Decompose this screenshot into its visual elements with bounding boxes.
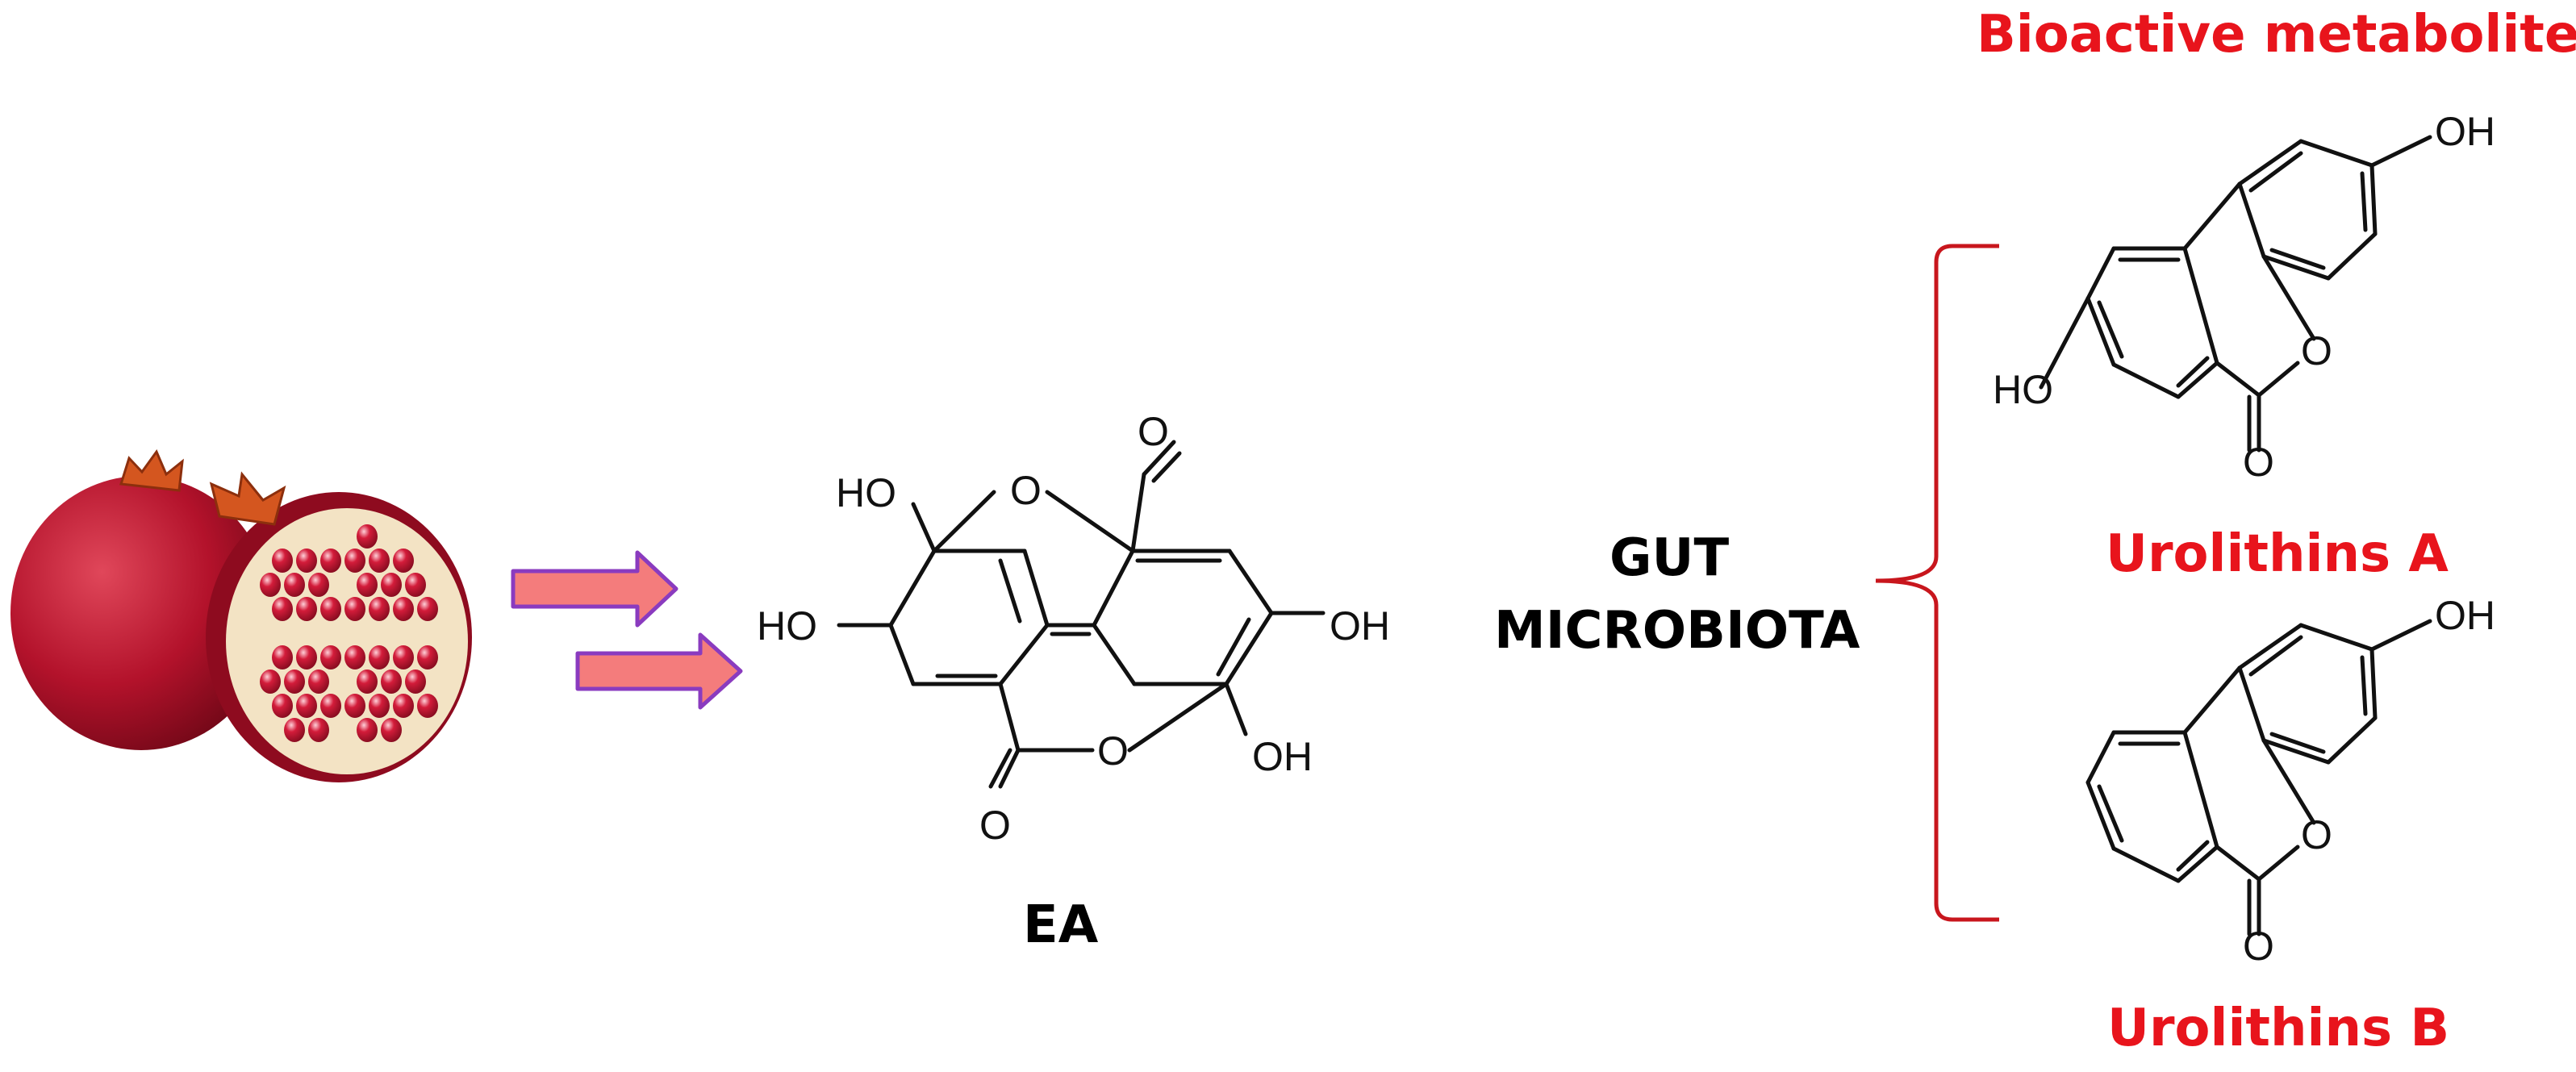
gut-label-line2: MICROBIOTA: [1494, 601, 1860, 661]
bioactive-metabolites-heading: Bioactive metabolites: [1977, 5, 2576, 65]
ea-label: EA: [1023, 895, 1099, 955]
ea-atom-o-ring-bottom: O: [1097, 728, 1129, 774]
aril: [272, 549, 293, 573]
aril: [344, 645, 365, 669]
aril: [405, 669, 426, 694]
pomegranate-image: [10, 448, 472, 782]
ea-atom-ho-top-left: HO: [836, 470, 896, 515]
aril: [357, 669, 378, 694]
aril: [272, 597, 293, 621]
aril: [260, 573, 281, 597]
aril: [393, 645, 414, 669]
urolithin-a-structure: [2039, 135, 2432, 453]
aril: [417, 694, 438, 718]
aril: [296, 597, 317, 621]
aril: [357, 573, 378, 597]
aril: [308, 718, 329, 742]
gut-label-line1: GUT: [1609, 528, 1730, 588]
uro-a-atom-ho: HO: [1993, 367, 2053, 412]
aril: [272, 694, 293, 718]
aril: [320, 645, 341, 669]
aril: [296, 694, 317, 718]
ea-atom-ho-left: HO: [757, 603, 817, 649]
ea-atom-oh-right: OH: [1330, 603, 1390, 649]
aril: [260, 669, 281, 694]
aril: [405, 573, 426, 597]
aril: [369, 597, 390, 621]
aril: [344, 597, 365, 621]
ellagic-acid-structure: [837, 440, 1326, 789]
aril: [320, 549, 341, 573]
ea-atom-o-bottom: O: [979, 803, 1011, 848]
aril: [296, 645, 317, 669]
ea-atom-o-top-ring: O: [1010, 468, 1042, 513]
uro-a-atom-oh: OH: [2435, 109, 2495, 154]
aril: [357, 718, 378, 742]
aril: [369, 645, 390, 669]
aril-cluster: [260, 524, 438, 742]
uro-a-atom-o-ring: O: [2301, 328, 2332, 373]
aril: [344, 549, 365, 573]
uro-b-atom-oh: OH: [2435, 593, 2495, 638]
aril: [369, 694, 390, 718]
aril: [369, 549, 390, 573]
urolithin-a-label: Urolithins A: [2106, 524, 2449, 584]
urolithin-b-structure: [2085, 619, 2432, 936]
aril: [393, 549, 414, 573]
ea-atom-oh-bottom-right: OH: [1252, 734, 1313, 779]
aril: [272, 645, 293, 669]
aril: [417, 597, 438, 621]
uro-b-atom-o-ring: O: [2301, 812, 2332, 857]
aril: [381, 718, 402, 742]
aril: [308, 669, 329, 694]
bracket: [1875, 244, 1999, 922]
aril: [357, 524, 378, 549]
aril: [344, 694, 365, 718]
aril: [320, 694, 341, 718]
aril: [284, 573, 305, 597]
aril: [284, 718, 305, 742]
aril: [393, 597, 414, 621]
ea-atom-o-top: O: [1138, 409, 1169, 454]
aril: [381, 669, 402, 694]
double-right-arrow: [511, 550, 743, 710]
uro-b-atom-o-carbonyl: O: [2243, 924, 2274, 969]
aril: [296, 549, 317, 573]
uro-a-atom-o-carbonyl: O: [2243, 440, 2274, 485]
aril: [393, 694, 414, 718]
aril: [381, 573, 402, 597]
aril: [284, 669, 305, 694]
aril: [320, 597, 341, 621]
aril: [308, 573, 329, 597]
urolithin-b-label: Urolithins B: [2107, 999, 2450, 1058]
aril: [417, 645, 438, 669]
